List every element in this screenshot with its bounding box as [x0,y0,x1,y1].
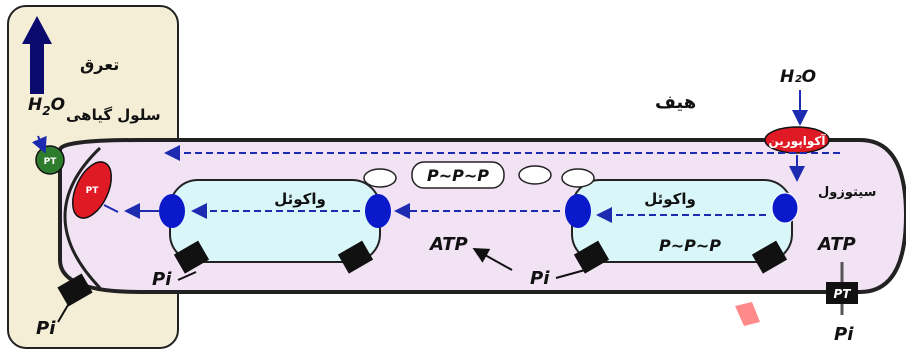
green-pt: PT [35,145,65,175]
bubble [561,168,595,188]
pi-bottom-right-label: Pi [834,324,854,345]
plant-cell-label: سلول گیاهی [66,106,161,124]
h2o-left-label: H2O [28,95,65,118]
vacuole-transporter [159,194,185,228]
atp-mid-label: ATP [428,234,468,255]
polyp-top-label: P~P~P [427,166,489,185]
polyp-right-label: P~P~P [659,236,721,255]
pt-transporter [337,240,374,274]
cytosol-label: سیتوزول [818,185,876,200]
pi-left-label: Pi [36,318,56,339]
transpiration-arrow [22,16,52,94]
bubble [363,168,397,188]
transpiration-label: تعرق [80,55,119,74]
pt-transporter [57,273,93,307]
pi-mid-label: Pi [530,268,550,289]
svg-text:آکواپورین: آکواپورین [769,133,827,149]
h2o-top-label: H₂O [780,67,816,87]
pt-transporter [173,240,210,274]
vacuole-transporter [365,194,391,228]
svg-text:PT: PT [44,157,58,167]
vacuole-right-label: واکوئل [644,190,696,208]
pt-right-label: PT [834,287,852,301]
svg-text:PT: PT [86,186,100,196]
pt-transporter [751,240,788,274]
vacuole-transporter [771,192,799,224]
hypha-contact-curve [63,146,102,290]
atp-right-label: ATP [816,234,856,255]
red-pt: PT [71,161,113,219]
pt-right [826,282,858,304]
polyp-top-box [411,161,505,189]
vacuole-transporter [565,194,591,228]
vacuole-left-label: واکوئل [274,190,326,208]
bubble [518,165,552,185]
pt-transporter [573,240,610,274]
pink-marker [735,302,760,326]
pi-mid-left-label: Pi [152,269,172,290]
aquaporin: آکواپورین [764,126,830,154]
hypha-label: هیف [655,92,696,113]
